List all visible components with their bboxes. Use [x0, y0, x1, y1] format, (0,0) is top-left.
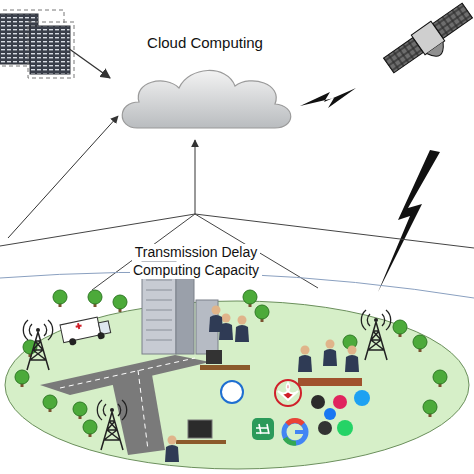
link-label: Computing Capacity: [130, 262, 262, 279]
node-title: Cloud Computing: [115, 30, 295, 51]
tree: [243, 290, 257, 307]
satellite: [382, 1, 474, 83]
tree: [83, 420, 97, 437]
server-racks: [0, 10, 110, 78]
link-lines: [0, 116, 474, 298]
tree: [423, 400, 437, 417]
tree: [393, 320, 407, 337]
cloud-node: Cloud Computing: [115, 30, 295, 135]
link-label: Transmission Delay: [132, 244, 260, 261]
tree: [53, 290, 67, 307]
ambulance: [60, 315, 112, 347]
tree: [413, 335, 427, 352]
tree: [73, 402, 87, 419]
wireless-link: [300, 88, 440, 292]
tree: [88, 290, 102, 307]
tree: [15, 370, 29, 387]
tree: [113, 295, 127, 312]
city-ground: [5, 262, 469, 469]
tree: [255, 305, 269, 322]
app-icons: [221, 380, 370, 443]
tree: [433, 370, 447, 387]
tree: [43, 395, 57, 412]
